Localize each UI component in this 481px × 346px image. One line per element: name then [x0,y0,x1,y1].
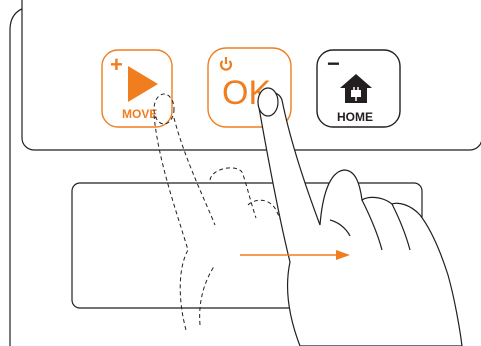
home-button[interactable]: − HOME [317,50,400,127]
plus-symbol: + [110,52,123,77]
move-button[interactable]: + MOVE [102,50,172,127]
home-label: HOME [337,110,373,124]
move-label: MOVE [122,107,157,121]
minus-symbol: − [327,51,340,76]
